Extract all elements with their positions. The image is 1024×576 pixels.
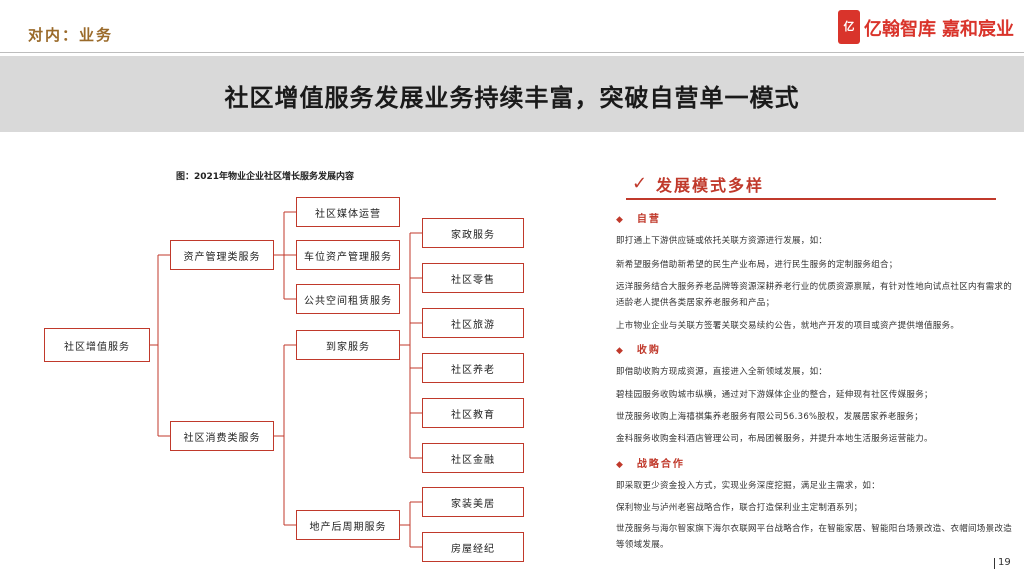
paragraph: 新希望服务借助新希望的民生产业布局，进行民生服务的定制服务组合； bbox=[616, 260, 898, 270]
tree-node-community-media: 社区媒体运营 bbox=[296, 197, 400, 227]
tree-node-housekeeping: 家政服务 bbox=[422, 218, 524, 248]
paragraph: 即借助收购方现成资源，直接进入全新领域发展，如： bbox=[616, 367, 828, 377]
right-heading: 发展模式多样 bbox=[656, 176, 765, 195]
page-title: 社区增值服务发展业务持续丰富，突破自营单一模式 bbox=[224, 83, 800, 112]
paragraph: 即采取更少资金投入方式，实现业务深度挖掘，满足业主需求，如： bbox=[616, 481, 881, 491]
tree-node-property-post-cycle: 地产后周期服务 bbox=[296, 510, 400, 540]
tree-node-community-education: 社区教育 bbox=[422, 398, 524, 428]
tree-node-community-consumption: 社区消费类服务 bbox=[170, 421, 274, 451]
section-heading-strategic-cooperation: ◆战略合作 bbox=[616, 459, 685, 470]
check-icon: ✓ bbox=[632, 173, 648, 194]
paragraph: 上市物业企业与关联方签署关联交易续约公告，就地产开发的项目或资产提供增值服务。 bbox=[616, 321, 960, 331]
tree-node-root: 社区增值服务 bbox=[44, 328, 150, 362]
paragraph: 世茂服务与海尔智家旗下海尔衣联网平台战略合作，在智能家居、智能阳台场景改造、衣帽… bbox=[616, 524, 1013, 550]
tree-node-home-services: 到家服务 bbox=[296, 330, 400, 360]
tree-node-community-elderly-care: 社区养老 bbox=[422, 353, 524, 383]
paragraph: 远洋服务结合大服务养老品牌等资源深耕养老行业的优质资源禀赋，有针对性地向试点社区… bbox=[616, 282, 1013, 308]
logo-area: 亿 亿翰智库 嘉和宸业 bbox=[838, 6, 1018, 46]
page-number-divider bbox=[994, 558, 995, 569]
page-number: 19 bbox=[998, 557, 1011, 568]
title-band: 社区增值服务发展业务持续丰富，突破自营单一模式 bbox=[0, 56, 1024, 132]
tree-node-real-estate-brokerage: 房屋经纪 bbox=[422, 532, 524, 562]
paragraph: 世茂服务收购上海禧祺集养老服务有限公司56.36%股权，发展居家养老服务； bbox=[616, 412, 924, 422]
paragraph: 碧桂园服务收购城市纵横，通过对下游媒体企业的整合，延伸现有社区传媒服务； bbox=[616, 390, 933, 400]
section-heading-self-operated: ◆自营 bbox=[616, 214, 661, 225]
tree-node-community-finance: 社区金融 bbox=[422, 443, 524, 473]
paragraph: 即打通上下游供应链或依托关联方资源进行发展，如： bbox=[616, 236, 828, 246]
tree-node-asset-management: 资产管理类服务 bbox=[170, 240, 274, 270]
tree-node-community-travel: 社区旅游 bbox=[422, 308, 524, 338]
tree-node-community-retail: 社区零售 bbox=[422, 263, 524, 293]
paragraph: 保利物业与泸州老窖战略合作，联合打造保利业主定制酒系列； bbox=[616, 503, 863, 513]
diamond-bullet-icon: ◆ bbox=[616, 460, 625, 470]
header-divider bbox=[0, 52, 1024, 53]
brand-secondary: 嘉和宸业 bbox=[942, 19, 1014, 40]
figure-caption: 图：2021年物业企业社区增长服务发展内容 bbox=[176, 172, 355, 182]
tree-node-home-decoration: 家装美居 bbox=[422, 487, 524, 517]
diamond-bullet-icon: ◆ bbox=[616, 346, 625, 356]
section-label: 对内：业务 bbox=[28, 26, 114, 44]
section-heading-acquisition: ◆收购 bbox=[616, 345, 661, 356]
paragraph: 金科服务收购金科酒店管理公司，布局团餐服务，并提升本地生活服务运营能力。 bbox=[616, 434, 933, 444]
tree-node-parking-asset: 车位资产管理服务 bbox=[296, 240, 400, 270]
right-heading-underline bbox=[626, 198, 996, 200]
logo-badge-icon: 亿 bbox=[838, 10, 860, 44]
diamond-bullet-icon: ◆ bbox=[616, 215, 625, 225]
brand-primary: 亿翰智库 bbox=[864, 19, 936, 40]
tree-node-public-space-leasing: 公共空间租赁服务 bbox=[296, 284, 400, 314]
